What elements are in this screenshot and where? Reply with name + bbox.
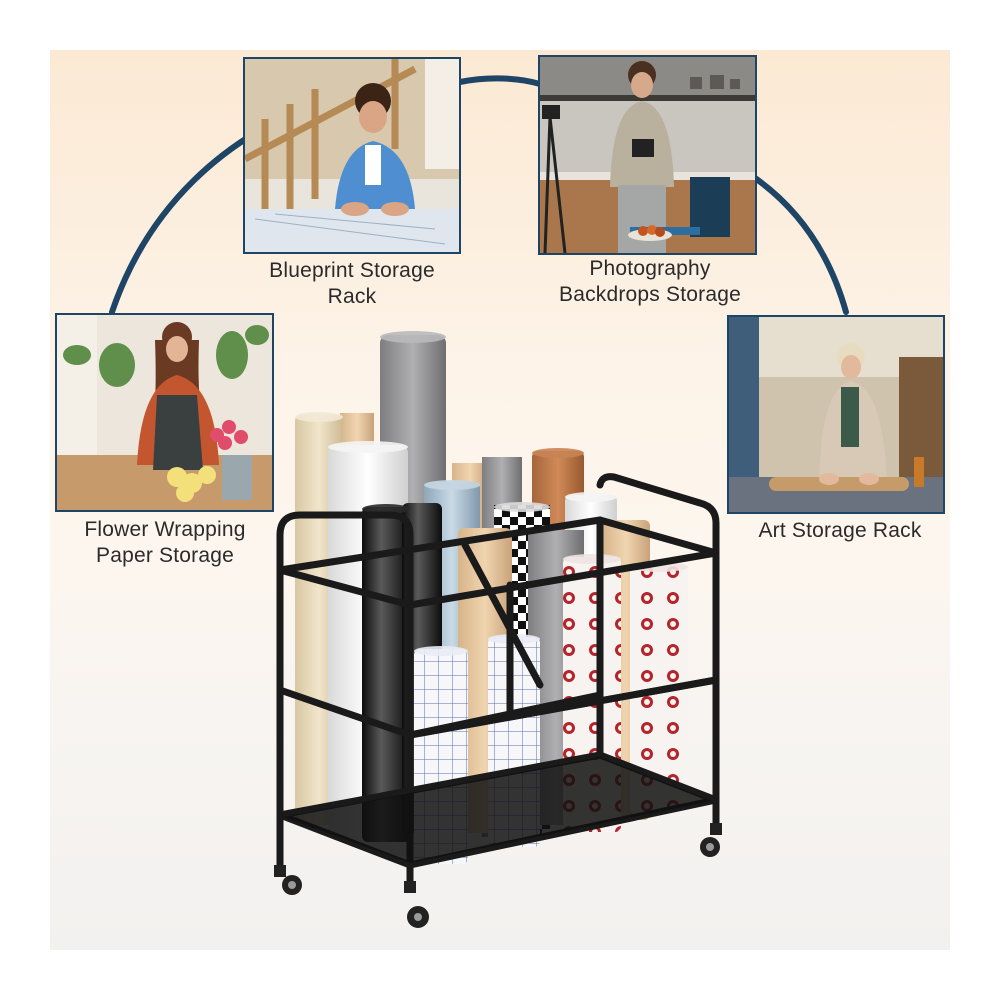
roll-caps bbox=[295, 331, 688, 656]
caption-art-line1: Art Storage Rack bbox=[758, 519, 922, 542]
photography-photo bbox=[538, 55, 757, 255]
roll-black-1 bbox=[362, 507, 410, 842]
caption-blueprint-line1: Blueprint Storage bbox=[269, 259, 435, 282]
caption-photography-line1: Photography bbox=[589, 257, 711, 280]
blueprint-photo bbox=[243, 57, 461, 254]
flower-photo bbox=[55, 313, 274, 512]
caption-blueprint-line2: Rack bbox=[327, 285, 377, 308]
caption-photography: Photography Backdrops Storage bbox=[525, 256, 775, 308]
caption-flower-line1: Flower Wrapping bbox=[84, 518, 246, 541]
caption-flower-line2: Paper Storage bbox=[95, 544, 235, 567]
caster-wheels bbox=[274, 823, 722, 928]
art-photo bbox=[727, 315, 945, 514]
caption-flower: Flower Wrapping Paper Storage bbox=[50, 517, 280, 569]
caption-photography-line2: Backdrops Storage bbox=[558, 283, 741, 306]
rack-product-image bbox=[274, 331, 722, 928]
rack-bottom-shelf bbox=[284, 757, 712, 863]
caption-art: Art Storage Rack bbox=[735, 518, 945, 544]
caption-blueprint: Blueprint Storage Rack bbox=[243, 258, 461, 310]
